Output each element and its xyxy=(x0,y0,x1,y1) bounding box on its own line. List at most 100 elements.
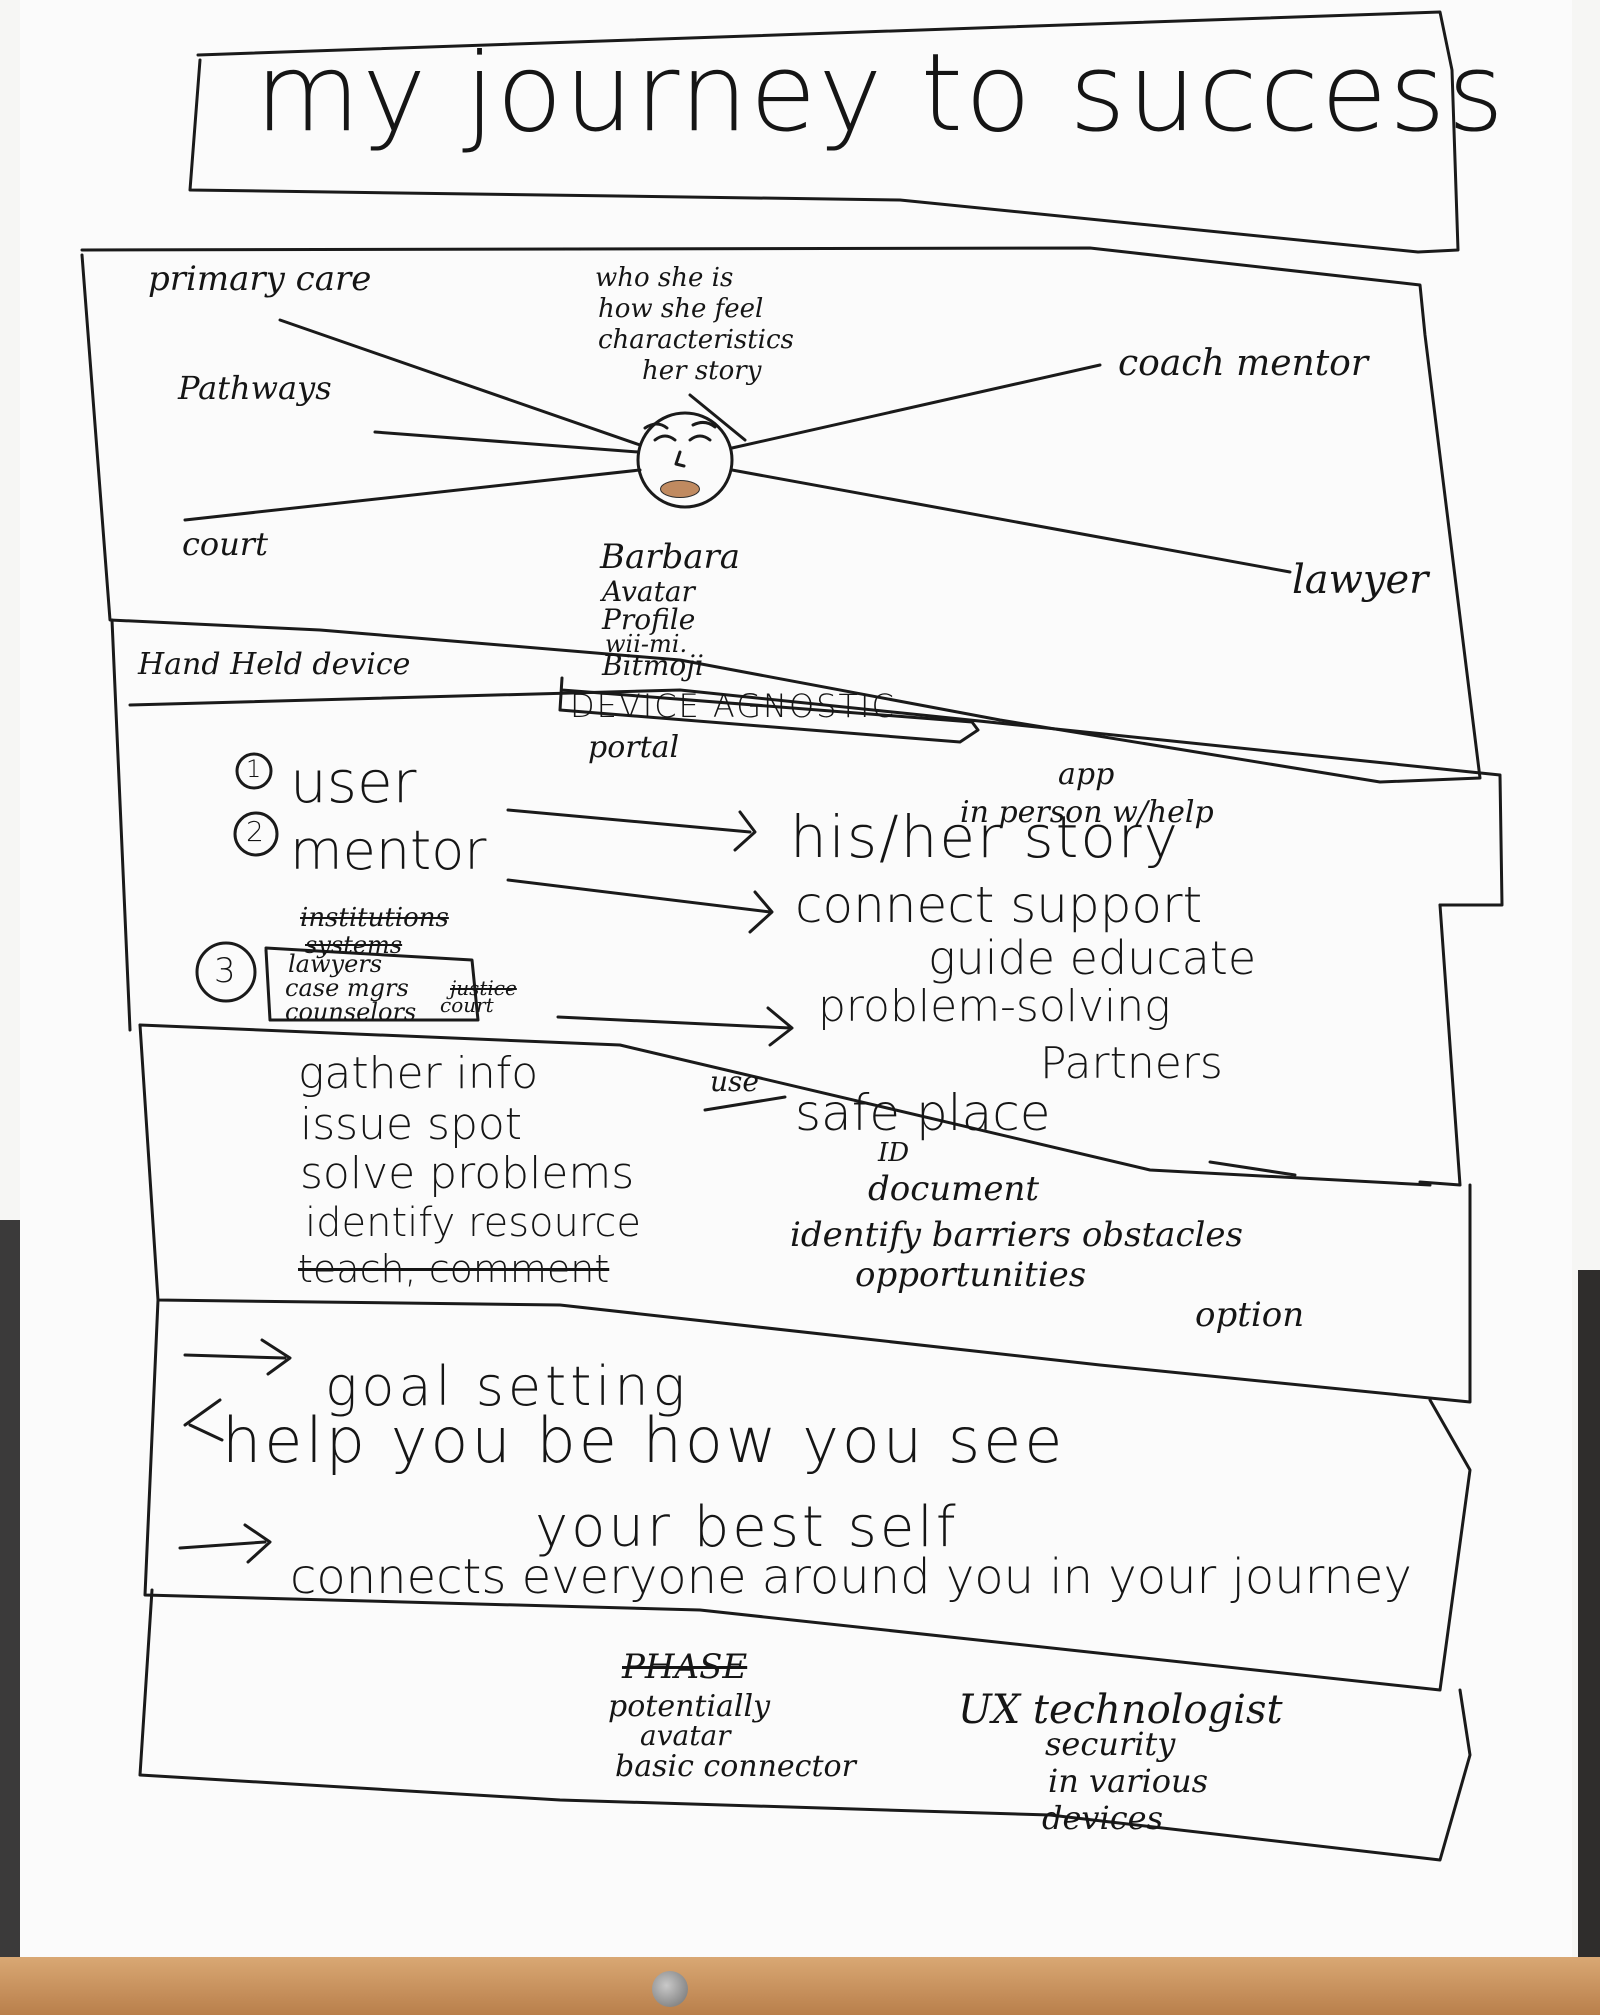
device-app: app xyxy=(1058,757,1115,792)
goal-connects: connects everyone around you in your jou… xyxy=(290,1549,1412,1605)
avatar-lips xyxy=(660,480,700,498)
hub-note-wii-mi: wii-mi. xyxy=(605,630,688,658)
flipchart-paper xyxy=(20,0,1572,1957)
avatar-nose xyxy=(674,450,686,468)
action-document: document xyxy=(868,1169,1040,1209)
avatar-eyelashes xyxy=(643,420,717,430)
action-identify-resource: identify resource xyxy=(305,1200,642,1246)
easel-knob xyxy=(652,1971,688,2007)
roles-panel-bottom-edge xyxy=(138,1023,1432,1187)
arrow-user xyxy=(506,808,757,852)
easel-ledge xyxy=(0,1957,1600,2015)
action-identify-barriers: identify barriers obstacles xyxy=(790,1215,1243,1255)
phase-panel-border xyxy=(138,1588,1472,1862)
phase-label: PHASE xyxy=(622,1647,748,1687)
role-3-struck-institutions: institutions xyxy=(300,903,449,933)
role-3-court: court xyxy=(440,993,494,1017)
goal-best-self: your best self xyxy=(535,1495,959,1560)
goals-panel-border xyxy=(143,1298,1472,1692)
phase-potentially: potentially xyxy=(608,1689,771,1724)
device-panel-right-edge xyxy=(128,688,1504,907)
spoke-pathways xyxy=(373,430,640,454)
role-2-extra: guide educate xyxy=(928,931,1257,985)
avatar-eyes xyxy=(653,434,712,442)
arrow-goal-setting xyxy=(183,1338,292,1376)
role-3-counselors: counselors xyxy=(285,998,417,1026)
spoke-coach-mentor xyxy=(730,363,1102,450)
device-agnostic-label: DEVICE AGNOSTIC xyxy=(570,687,896,725)
number-3-circle xyxy=(195,941,257,1003)
hub-label-lawyer: lawyer xyxy=(1292,557,1429,603)
role-3-lawyers: lawyers xyxy=(288,950,383,978)
spoke-top xyxy=(688,393,747,442)
background-floor-right xyxy=(1578,1270,1600,2015)
role-1-target: his/her story xyxy=(790,803,1180,871)
role-3-struck-systems: systems xyxy=(305,931,403,959)
background-floor-left xyxy=(0,1220,20,2015)
goal-setting: goal setting xyxy=(325,1355,690,1418)
role-3-struck-justice: justice xyxy=(450,976,517,1000)
hub-panel-border xyxy=(80,246,1482,784)
avatar-face-outline xyxy=(636,411,734,509)
action-use: use xyxy=(710,1065,759,1098)
hub-note-barbara: Barbara xyxy=(600,537,741,577)
hub-note-how-she-feel: how she feel xyxy=(598,294,764,324)
phase-ux-technologist: UX technologist xyxy=(958,1687,1283,1733)
use-underline xyxy=(703,1095,787,1112)
hub-note-her-story: her story xyxy=(642,356,762,386)
role-3-list-box xyxy=(264,946,480,1022)
page-title: my journey to success xyxy=(255,31,1506,156)
role-2-number: 2 xyxy=(246,815,264,848)
action-safe-place: safe place xyxy=(795,1084,1051,1142)
hub-label-pathways: Pathways xyxy=(178,369,332,407)
device-panel-left-edge xyxy=(110,618,132,1032)
role-3-case-mgrs: case mgrs xyxy=(285,974,409,1002)
roles-panel-right-edge xyxy=(1418,903,1462,1187)
action-option: option xyxy=(1195,1295,1305,1335)
number-1-circle xyxy=(235,752,273,790)
role-3-target: problem-solving xyxy=(818,981,1171,1032)
device-agnostic-box xyxy=(558,676,980,744)
arrow-role-3 xyxy=(556,1006,794,1047)
role-3-number: 3 xyxy=(214,951,236,991)
phase-in-various: in various xyxy=(1048,1762,1208,1800)
role-2-target: connect support xyxy=(795,876,1203,934)
phase-security: security xyxy=(1045,1725,1176,1763)
device-portal: portal xyxy=(588,730,680,765)
goal-help-you: help you be how you see xyxy=(222,1404,1066,1477)
hub-note-who-she-is: who she is xyxy=(595,263,734,293)
action-opportunities: opportunities xyxy=(855,1255,1087,1295)
action-gather-info: gather info xyxy=(298,1048,539,1099)
spoke-lawyer xyxy=(730,468,1292,574)
phase-basic-connector: basic connector xyxy=(615,1749,856,1784)
hub-note-profile: Profile xyxy=(602,603,696,636)
phase-devices: devices xyxy=(1042,1799,1164,1837)
title-box-border xyxy=(188,10,1460,254)
hub-note-avatar: Avatar xyxy=(602,575,695,608)
hub-label-coach-mentor: coach mentor xyxy=(1118,343,1369,384)
action-issue-spot: issue spot xyxy=(300,1099,523,1150)
hub-note-characteristics: characteristics xyxy=(598,325,794,355)
hub-label-primary-care: primary care xyxy=(148,259,372,299)
spoke-primary-care xyxy=(278,318,642,447)
role-1-number: 1 xyxy=(246,755,262,783)
hub-label-court: court xyxy=(182,525,268,563)
role-2-label: mentor xyxy=(290,819,487,882)
device-in-person: in person w/help xyxy=(960,795,1214,830)
action-id: ID xyxy=(878,1138,910,1168)
role-1-label: user xyxy=(290,748,417,816)
arrow-connects xyxy=(178,1523,272,1564)
number-2-circle xyxy=(233,811,279,857)
phase-avatar: avatar xyxy=(640,1719,731,1752)
hub-note-bitmoji: Bitmoji xyxy=(602,649,704,682)
device-hand-held: Hand Held device xyxy=(138,647,411,682)
arrow-help-you xyxy=(183,1398,224,1442)
action-teach-comment: teach, comment xyxy=(298,1247,610,1291)
spoke-court xyxy=(183,468,642,522)
actions-panel-border xyxy=(138,1023,1472,1404)
arrow-mentor xyxy=(506,878,774,934)
action-solve-problems: solve problems xyxy=(300,1148,635,1199)
underline-partners xyxy=(1208,1160,1297,1177)
role-3-extra: Partners xyxy=(1040,1038,1223,1089)
